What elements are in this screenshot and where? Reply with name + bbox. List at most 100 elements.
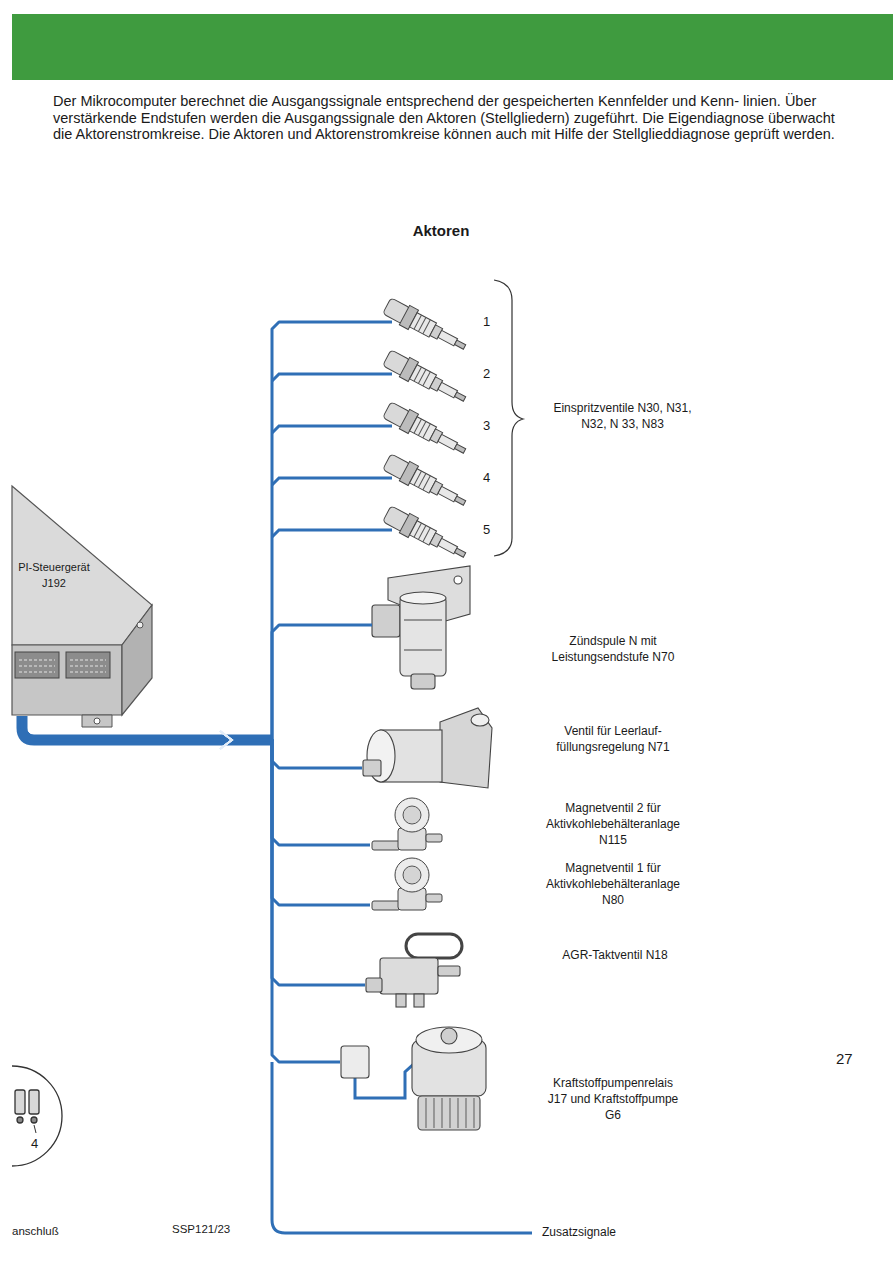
callout-number: 1: [483, 314, 490, 330]
fuel-pump-drawing: [426, 1098, 474, 1128]
header-band: [12, 14, 893, 80]
wire: [272, 1062, 532, 1233]
ignition-coil-drawing: [411, 674, 435, 689]
control-unit-drawing: [82, 715, 112, 727]
ignition-coil-drawing: [454, 576, 462, 584]
injector-group: Einspritzventile N30, N31, N32, N 33, N8…: [392, 278, 722, 558]
component-label: PI-Steuergerät J192: [14, 559, 94, 591]
wire: [272, 478, 392, 485]
diagram-title: Aktoren: [341, 222, 541, 240]
page-number: 27: [836, 1050, 853, 1068]
signal-bundle: [22, 716, 272, 740]
component-label: AGR-Taktventil N18: [545, 947, 685, 963]
fuel-pump-drawing: [441, 1028, 457, 1044]
callout-number: 3: [483, 418, 490, 434]
connector-detail: [31, 1117, 37, 1123]
control-unit-drawing: [94, 718, 100, 724]
signal-wire: [22, 625, 372, 740]
egr-valve-drawing: [396, 994, 406, 1007]
ignition-coil-drawing: [400, 596, 446, 676]
callout-number: 4: [483, 470, 490, 486]
purge-valve-drawing: [372, 798, 442, 910]
fuel-pump-drawing: [341, 1027, 486, 1130]
fuel-pump-drawing: [418, 1096, 480, 1130]
purge-valve: Magnetventil 2 für Aktivkohlebehälteranl…: [370, 795, 700, 857]
signal-wire: [22, 716, 370, 905]
idle-valve-drawing: [363, 760, 381, 776]
idle-valve-drawing: [363, 708, 492, 788]
purge-valve-drawing: [372, 798, 442, 850]
idle-valve: Ventil für Leerlauf- füllungsregelung N7…: [362, 692, 682, 790]
egr-valve-drawing: [406, 934, 462, 958]
injector-drawing: [382, 296, 470, 565]
fuel-pump: Kraftstoffpumpenrelais J17 und Kraftstof…: [340, 1030, 720, 1135]
purge-valve: Magnetventil 1 für Aktivkohlebehälteranl…: [370, 858, 700, 926]
connector-detail: [12, 1066, 62, 1166]
injector-drawing: [382, 296, 470, 357]
ignition-coil: Zündspule N mit Leistungsendstufe N70: [372, 560, 692, 690]
fuel-pump-drawing: [341, 1046, 369, 1078]
control-unit-drawing: [66, 652, 110, 678]
control-unit-drawing: [19, 660, 106, 672]
egr-valve: AGR-Taktventil N18: [365, 930, 695, 1010]
connector-detail: [15, 1090, 25, 1114]
injector-drawing: [382, 400, 470, 461]
callout-number: 4: [31, 1136, 38, 1152]
control-unit-drawing: [137, 622, 143, 628]
connector-detail: [34, 1125, 36, 1133]
arrow-head: [220, 731, 232, 749]
ignition-coil-drawing: [400, 592, 446, 604]
callout-number: 2: [483, 366, 490, 382]
control-unit-drawing: [12, 486, 152, 727]
egr-valve-drawing: [366, 934, 462, 1007]
injector-drawing: [382, 348, 470, 409]
component-label: Zündspule N mit Leistungsendstufe N70: [549, 633, 677, 665]
signal-wire: [22, 716, 340, 1062]
idle-valve-drawing: [471, 714, 489, 726]
arrow-head: [220, 731, 232, 749]
bracket: [494, 280, 523, 556]
arrow-head: [220, 731, 232, 749]
wire: [272, 374, 532, 1233]
control-unit-drawing: [122, 605, 152, 715]
wire: [272, 530, 392, 537]
figure-code: SSP121/23: [172, 1223, 230, 1237]
control-unit-drawing: [12, 486, 152, 645]
arrow-head: [220, 731, 232, 749]
ignition-coil-drawing: [372, 566, 470, 689]
wire: [272, 426, 392, 433]
arrow-head: [220, 731, 232, 749]
connector-detail: [12, 1066, 62, 1166]
control-unit-drawing: [12, 645, 122, 715]
component-label: Kraftstoffpumpenrelais J17 und Kraftstof…: [542, 1075, 684, 1123]
ignition-coil-drawing: [404, 619, 442, 620]
signal-wire: [22, 716, 365, 985]
connector-detail: [29, 1090, 39, 1114]
signal-wire: [22, 716, 370, 845]
control-unit: PI-Steuergerät J192: [12, 470, 157, 716]
egr-valve-drawing: [380, 958, 438, 994]
component-label: Einspritzventile N30, N31, N32, N 33, N8…: [540, 400, 705, 432]
injector-drawing: [382, 504, 470, 565]
signal-wire: [22, 716, 362, 768]
callout-number: 5: [483, 522, 490, 538]
ignition-coil-drawing: [372, 605, 400, 637]
body-text: Der Mikrocomputer berechnet die Ausgangs…: [53, 93, 853, 143]
egr-valve-drawing: [414, 994, 424, 1007]
signal-wire: [22, 322, 392, 740]
fuel-pump-drawing: [416, 1027, 482, 1053]
component-label: Ventil für Leerlauf- füllungsregelung N7…: [555, 723, 671, 755]
arrow-head: [220, 731, 232, 749]
egr-valve-drawing: [438, 966, 460, 976]
egr-valve-drawing: [366, 978, 382, 992]
arrow-head: [220, 731, 232, 749]
connector-name: anschluß: [12, 1225, 59, 1239]
signal-name: Zusatzsignale: [542, 1225, 616, 1239]
ignition-coil-drawing: [404, 649, 442, 650]
purge-valve-drawing: [372, 858, 442, 910]
component-label: Magnetventil 2 für Aktivkohlebehälteranl…: [537, 800, 689, 848]
